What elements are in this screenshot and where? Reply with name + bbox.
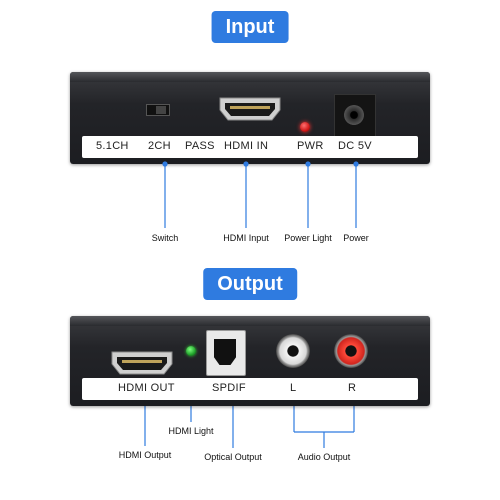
rca-left-jack xyxy=(276,334,310,368)
output-panel-top xyxy=(70,316,430,326)
label-hdmi-in: HDMI IN xyxy=(224,140,269,152)
label-spdif: SPDIF xyxy=(212,382,246,394)
callout-hdmi-light: HDMI Light xyxy=(168,426,214,436)
label-pwr: PWR xyxy=(297,140,324,152)
label-hdmi-out: HDMI OUT xyxy=(118,382,175,394)
input-panel: 5.1CH 2CH PASS HDMI IN PWR DC 5V xyxy=(70,72,430,164)
output-label-bar: HDMI OUT SPDIF L R xyxy=(82,378,418,400)
output-panel: HDMI OUT SPDIF L R xyxy=(70,316,430,406)
label-r: R xyxy=(348,382,357,394)
mode-switch xyxy=(146,104,170,116)
hdmi-input-port xyxy=(218,96,282,122)
callout-hdmi-input: HDMI Input xyxy=(223,233,269,243)
label-dc-5v: DC 5V xyxy=(338,140,372,152)
label-l: L xyxy=(290,382,297,394)
callout-power-light: Power Light xyxy=(284,233,332,243)
callout-audio-output: Audio Output xyxy=(297,452,351,462)
power-light-icon xyxy=(300,122,310,132)
label-2ch: 2CH xyxy=(148,140,171,152)
callout-optical-output: Optical Output xyxy=(204,452,262,462)
input-heading: Input xyxy=(211,11,289,43)
hdmi-output-port xyxy=(110,350,174,376)
callout-switch: Switch xyxy=(151,233,179,243)
label-pass: PASS xyxy=(185,140,215,152)
rca-right-jack xyxy=(334,334,368,368)
hdmi-light-icon xyxy=(186,346,196,356)
callout-hdmi-output: HDMI Output xyxy=(118,450,172,460)
callout-power: Power xyxy=(343,233,369,243)
input-panel-top xyxy=(70,72,430,82)
label-5-1ch: 5.1CH xyxy=(96,140,129,152)
output-heading: Output xyxy=(203,268,297,300)
input-label-bar: 5.1CH 2CH PASS HDMI IN PWR DC 5V xyxy=(82,136,418,158)
optical-output-port xyxy=(206,330,246,376)
